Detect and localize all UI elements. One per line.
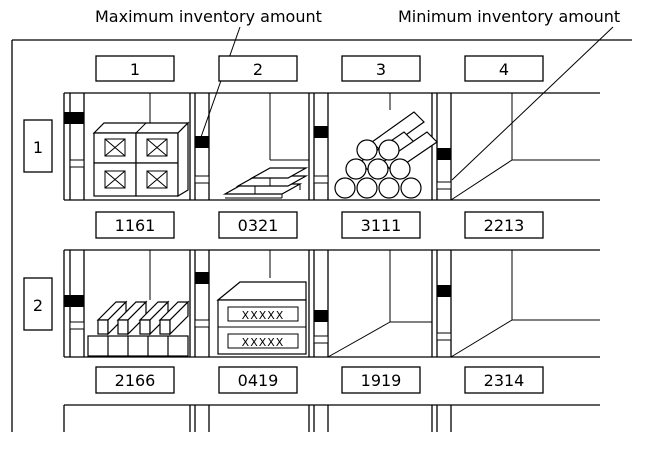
min-marker-r1c2 [194,175,210,184]
crate-lower-mark: XXXXX [242,336,285,349]
column-4-box [464,55,544,82]
min-marker-r2c1 [69,321,85,330]
shelf-row-3 [63,404,600,432]
column-2-label: 2 [253,60,263,79]
min-inventory-leader [451,26,614,181]
code-r1c3: 3111 [361,216,402,235]
max-marker-r2c4 [437,285,451,297]
code-r2c4: 2314 [484,371,525,390]
code-r1c4: 2213 [484,216,525,235]
code-r2c3: 1919 [361,371,402,390]
code-r1c2: 0321 [238,216,279,235]
max-marker-r2c3 [314,310,328,322]
column-1-box [95,55,175,82]
column-1-label: 1 [130,60,140,79]
min-marker-r1c4 [436,181,452,190]
column-headers: 1 2 3 4 [95,55,544,82]
min-marker-r1c3 [313,175,329,184]
r2c2-crates: XXXXX XXXXX [216,281,307,355]
r1c1-boxes [92,121,190,198]
column-4-label: 4 [499,60,509,79]
code-r2c2: 0419 [238,371,279,390]
code-r2c1: 2166 [115,371,156,390]
row-1-codes: 1161 0321 3111 2213 [95,211,544,239]
min-marker-r2c4 [436,332,452,341]
row-2-label: 2 [33,296,43,315]
code-r1c1: 1161 [115,216,156,235]
row-2-box [23,277,53,331]
min-marker-r2c3 [313,335,329,344]
crate-upper-mark: XXXXX [242,309,285,322]
r2c1-bars [87,300,190,357]
max-inventory-leader [200,26,241,138]
r1c2-plates [222,167,309,199]
column-2-box [218,55,298,82]
shelf-row-2: XXXXX XXXXX [63,249,600,358]
column-3-label: 3 [376,60,386,79]
max-marker-r1c4 [437,148,451,160]
column-3-box [341,55,421,82]
shelf-row-1 [63,92,600,201]
row-1-label: 1 [33,138,43,157]
min-inventory-label: Minimum inventory amount [398,7,620,26]
max-marker-r1c1 [64,112,84,124]
max-marker-r2c2 [195,272,209,284]
row-2-codes: 2166 0419 1919 2314 [95,366,544,394]
max-marker-r1c2 [195,136,209,148]
max-marker-r1c3 [314,126,328,138]
min-marker-r2c2 [194,319,210,328]
row-1-box [23,119,53,173]
r1c3-pipes [334,111,438,199]
min-marker-r1c1 [69,159,85,168]
max-marker-r2c1 [64,295,84,307]
max-inventory-label: Maximum inventory amount [95,7,322,26]
